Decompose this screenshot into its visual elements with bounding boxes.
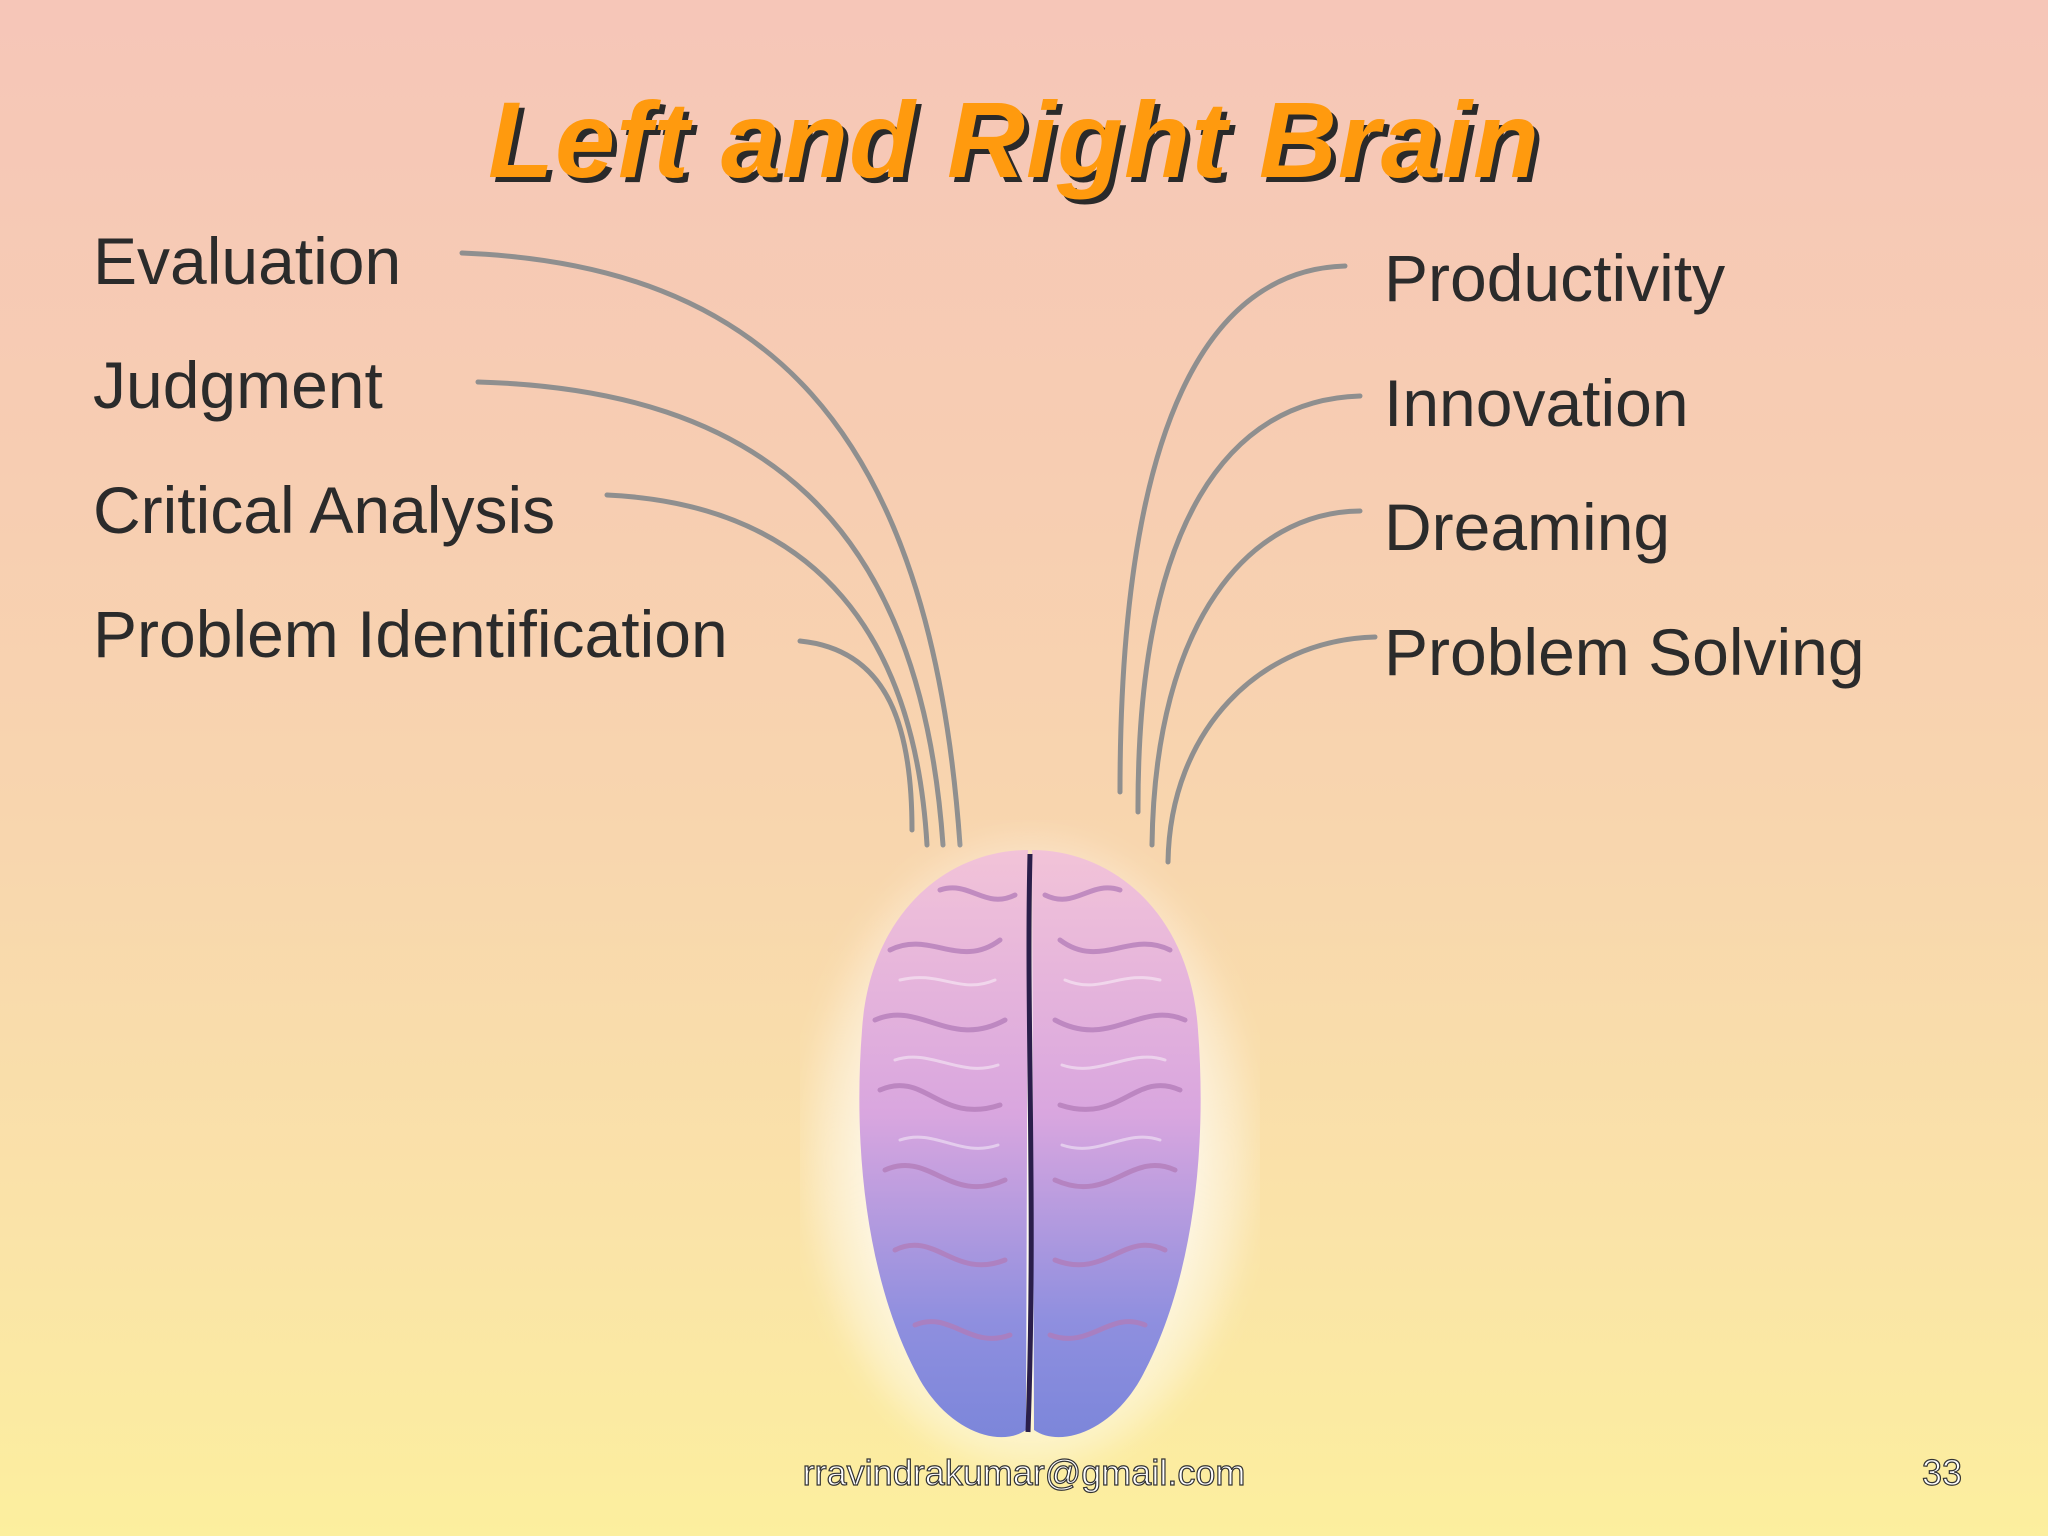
page-number: 33 bbox=[1921, 1452, 1962, 1493]
right-item-productivity: Productivity bbox=[1384, 241, 1726, 315]
connector-critical-analysis bbox=[604, 492, 930, 848]
connector-innovation bbox=[1135, 393, 1363, 815]
brain-icon bbox=[805, 830, 1255, 1470]
connector-evaluation bbox=[459, 250, 963, 848]
right-item-problem-solving: Problem Solving bbox=[1384, 615, 1865, 689]
connector-judgment bbox=[475, 379, 946, 848]
left-item-judgment: Judgment bbox=[93, 348, 383, 422]
right-item-dreaming: Dreaming bbox=[1384, 490, 1671, 564]
connector-problem-identification bbox=[797, 638, 915, 833]
brain-right-hemisphere bbox=[1032, 850, 1201, 1438]
brain-left-hemisphere bbox=[859, 850, 1028, 1438]
left-item-critical-analysis: Critical Analysis bbox=[93, 473, 556, 547]
left-item-problem-identification: Problem Identification bbox=[93, 597, 728, 671]
connector-productivity bbox=[1117, 263, 1348, 795]
footer-email: rravindrakumar@gmail.com bbox=[802, 1452, 1246, 1493]
connector-problem-solving bbox=[1165, 634, 1378, 865]
connector-dreaming bbox=[1149, 508, 1363, 848]
right-item-innovation: Innovation bbox=[1384, 366, 1689, 440]
slide-title: Left and Right Brain bbox=[488, 79, 1540, 200]
left-item-evaluation: Evaluation bbox=[93, 224, 402, 298]
